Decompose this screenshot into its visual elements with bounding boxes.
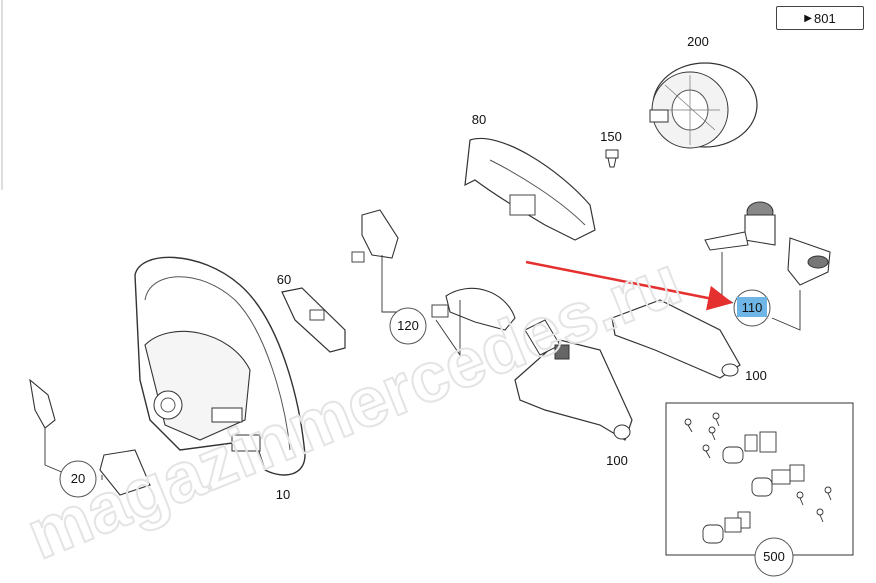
trim-cover-part[interactable] <box>464 137 596 241</box>
screw-part[interactable] <box>605 149 619 168</box>
label-10[interactable]: 10 <box>276 487 290 502</box>
label-100-lower[interactable]: 100 <box>606 453 628 468</box>
shift-paddle-part[interactable] <box>704 201 831 286</box>
steering-wheel-part[interactable] <box>134 256 306 476</box>
paddle-connector-part[interactable] <box>431 287 516 331</box>
label-60[interactable]: 60 <box>277 272 291 287</box>
label-150[interactable]: 150 <box>600 129 622 144</box>
callout-120[interactable]: 120 <box>389 307 427 345</box>
label-20: 20 <box>71 471 85 486</box>
reference-link-801[interactable]: ▶ 801 <box>776 6 864 30</box>
play-arrow-icon: ▶ <box>804 12 812 24</box>
label-120: 120 <box>397 318 419 333</box>
hardware-kit-items <box>684 412 832 544</box>
bracket-part[interactable] <box>281 287 346 353</box>
pointer-arrow <box>525 260 733 311</box>
label-80[interactable]: 80 <box>472 112 486 127</box>
label-100-upper[interactable]: 100 <box>745 368 767 383</box>
lower-cover-part-upper[interactable] <box>611 299 741 379</box>
label-110: 110 <box>742 300 763 315</box>
callout-20[interactable]: 20 <box>59 460 97 498</box>
leader-120 <box>381 255 461 357</box>
highlight-110 <box>737 297 767 317</box>
clock-spring-part[interactable] <box>649 62 758 149</box>
label-200[interactable]: 200 <box>687 34 709 49</box>
callout-500[interactable]: 500 <box>754 537 794 577</box>
label-500: 500 <box>763 549 785 564</box>
leader-20 <box>44 428 103 480</box>
switch-module-part[interactable] <box>351 209 399 263</box>
callout-110[interactable]: 110 <box>733 289 771 327</box>
lower-cover-part-lower[interactable] <box>514 319 633 441</box>
reference-link-text: 801 <box>814 10 836 26</box>
emblem-clip-part[interactable] <box>29 378 151 496</box>
